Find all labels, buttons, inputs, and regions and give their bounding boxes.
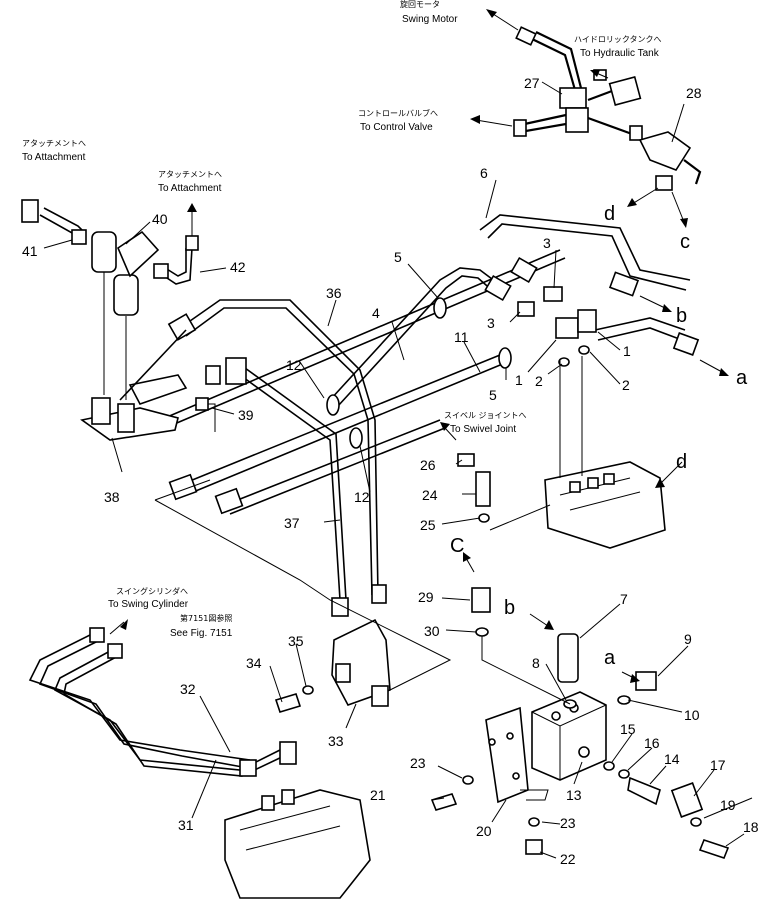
part-40: 40 bbox=[152, 211, 168, 227]
part-18: 18 bbox=[743, 819, 759, 835]
part-22: 22 bbox=[560, 851, 576, 867]
attachment2-jp: アタッチメントへ bbox=[158, 170, 222, 179]
control-valve-right bbox=[544, 356, 683, 549]
part-5a: 5 bbox=[394, 249, 402, 265]
part-15: 15 bbox=[620, 721, 636, 737]
swing-motor-en: Swing Motor bbox=[402, 14, 458, 25]
part-36: 36 bbox=[326, 285, 342, 301]
letter-d2: d bbox=[676, 451, 687, 473]
part-2b: 2 bbox=[622, 377, 630, 393]
attachment1-en: To Attachment bbox=[22, 152, 86, 163]
part-3b: 3 bbox=[487, 315, 495, 331]
part-32: 32 bbox=[180, 681, 196, 697]
swivel-joint-parts bbox=[440, 422, 491, 523]
part-34: 34 bbox=[246, 655, 262, 671]
letter-b2: b bbox=[504, 597, 515, 619]
part-12b: 12 bbox=[354, 489, 370, 505]
part-1a: 1 bbox=[515, 372, 523, 388]
swing-cyl-jp: スイングシリンダへ bbox=[116, 586, 188, 596]
part-19: 19 bbox=[720, 797, 736, 813]
part-20: 20 bbox=[476, 823, 492, 839]
control-valve-en: To Control Valve bbox=[360, 122, 433, 133]
part-23a: 23 bbox=[410, 755, 426, 771]
part-1b: 1 bbox=[623, 343, 631, 359]
letter-c2: C bbox=[450, 535, 464, 557]
part-39: 39 bbox=[238, 407, 254, 423]
main-pipes bbox=[159, 214, 691, 601]
swing-cylinder-piping bbox=[28, 618, 391, 777]
letter-labels: d c b a d C b a bbox=[450, 203, 748, 669]
letter-b1: b bbox=[676, 305, 687, 327]
clamp-rings bbox=[326, 297, 512, 449]
part-8: 8 bbox=[532, 655, 540, 671]
letter-a1: a bbox=[736, 367, 748, 389]
direction-arrows-top bbox=[470, 9, 688, 228]
control-valve-bottom bbox=[224, 789, 371, 899]
part-6: 6 bbox=[480, 165, 488, 181]
part-3a: 3 bbox=[543, 235, 551, 251]
letter-c1: c bbox=[680, 231, 690, 253]
part-7: 7 bbox=[620, 591, 628, 607]
part-33: 33 bbox=[328, 733, 344, 749]
letter-a2: a bbox=[604, 647, 616, 669]
valve-block-assembly bbox=[430, 552, 730, 859]
part-37: 37 bbox=[284, 515, 300, 531]
part-11: 11 bbox=[454, 329, 469, 345]
part-17: 17 bbox=[710, 757, 726, 773]
part-41: 41 bbox=[22, 243, 38, 259]
see-fig-jp: 第7151図参照 bbox=[180, 613, 232, 623]
swing-cyl-en: To Swing Cylinder bbox=[108, 599, 189, 610]
control-valve-jp: コントロールバルブへ bbox=[358, 108, 438, 118]
letter-d1: d bbox=[604, 203, 615, 225]
outline-line-1 bbox=[154, 499, 452, 691]
outline-line-3 bbox=[489, 504, 551, 531]
part-25: 25 bbox=[420, 517, 436, 533]
arrows-ab bbox=[639, 295, 729, 376]
part-12a: 12 bbox=[286, 357, 302, 373]
callout-texts: 旋回モータ Swing Motor ハイドロリックタンクへ To Hydraul… bbox=[22, 0, 662, 639]
part-42: 42 bbox=[230, 259, 246, 275]
hydraulic-tank-en: To Hydraulic Tank bbox=[580, 48, 660, 59]
see-fig-en: See Fig. 7151 bbox=[170, 628, 233, 639]
leader-lines bbox=[43, 81, 753, 859]
swivel-en: To Swivel Joint bbox=[450, 424, 516, 435]
attachment1-jp: アタッチメントへ bbox=[22, 139, 86, 148]
swivel-jp: スイベル ジョイントへ bbox=[444, 411, 527, 420]
part-5b: 5 bbox=[489, 387, 497, 403]
attachment2-en: To Attachment bbox=[158, 183, 222, 194]
part-29: 29 bbox=[418, 589, 434, 605]
part-10: 10 bbox=[684, 707, 700, 723]
part-number-labels: 27 28 6 3 3 5 4 11 1 1 2 2 5 12 12 36 42… bbox=[22, 75, 759, 867]
part-4: 4 bbox=[372, 305, 380, 321]
part-13: 13 bbox=[566, 787, 582, 803]
part-16: 16 bbox=[644, 735, 660, 751]
swing-motor-piping bbox=[513, 26, 702, 191]
part-26: 26 bbox=[420, 457, 436, 473]
part-14: 14 bbox=[664, 751, 680, 767]
hydraulic-tank-jp: ハイドロリックタンクへ bbox=[574, 35, 662, 44]
part-23b: 23 bbox=[560, 815, 576, 831]
part-9: 9 bbox=[684, 631, 692, 647]
part-24: 24 bbox=[422, 487, 438, 503]
part-27: 27 bbox=[524, 75, 540, 91]
solenoid-valve-assembly bbox=[21, 199, 199, 441]
swing-motor-jp: 旋回モータ bbox=[400, 0, 440, 9]
part-21: 21 bbox=[370, 787, 386, 803]
part-38: 38 bbox=[104, 489, 120, 505]
part-35: 35 bbox=[288, 633, 304, 649]
part-28: 28 bbox=[686, 85, 702, 101]
outline-line-2 bbox=[154, 479, 211, 501]
part-31: 31 bbox=[178, 817, 194, 833]
part-30: 30 bbox=[424, 623, 440, 639]
arrow-to-attachment-head bbox=[187, 203, 197, 212]
part-2a: 2 bbox=[535, 373, 543, 389]
fittings bbox=[167, 256, 700, 617]
